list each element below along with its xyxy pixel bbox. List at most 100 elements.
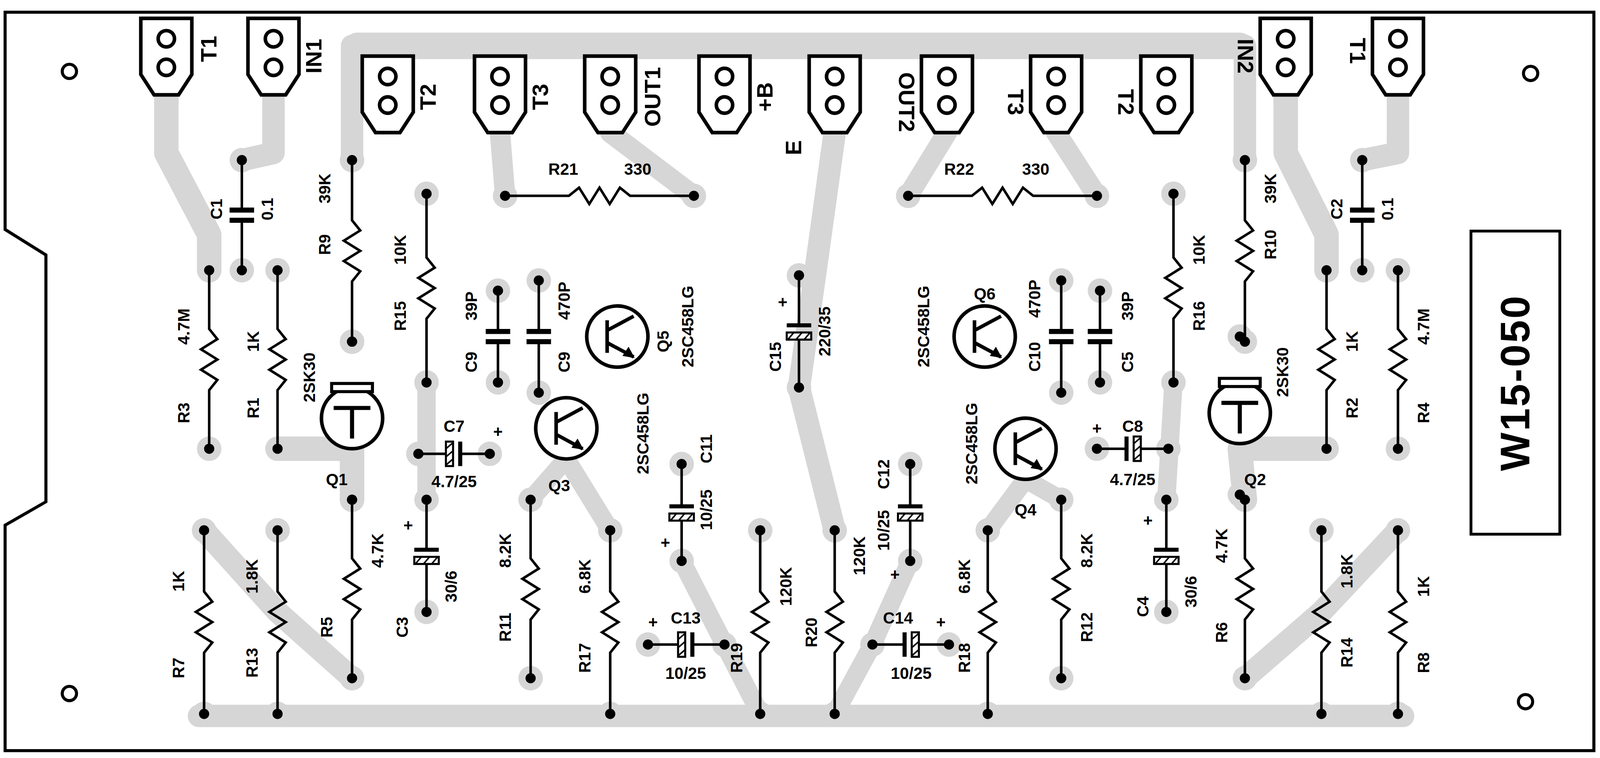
part-label: C1 xyxy=(206,198,226,220)
part-label: R3 xyxy=(174,403,194,425)
emitter-arrow xyxy=(571,438,584,451)
part-label: R20 xyxy=(802,617,821,648)
part-label: 1K xyxy=(243,331,263,353)
terminal-label: OUT2 xyxy=(893,72,920,133)
pad-hole xyxy=(826,96,843,114)
pad-hole xyxy=(158,30,175,47)
capacitor-plate xyxy=(1049,329,1074,335)
solder-dot xyxy=(346,494,357,505)
pad-hole xyxy=(379,96,396,114)
resistor-symbol xyxy=(1053,499,1070,679)
pad-hole xyxy=(491,68,509,85)
part-label: R10 xyxy=(1261,229,1280,260)
capacitor-leads xyxy=(537,280,540,393)
part-label: 1K xyxy=(1342,331,1362,353)
capacitor-plate-negative xyxy=(1154,557,1179,565)
part-label: Q4 xyxy=(1014,500,1037,520)
part-label: 330 xyxy=(624,159,652,179)
capacitor-plate xyxy=(1124,436,1129,462)
part-label: 2SK30 xyxy=(1273,347,1292,398)
capacitor-plate xyxy=(458,441,463,467)
copper-traces xyxy=(166,46,1403,717)
electrolytic-capacitor-symbol xyxy=(1096,436,1169,462)
pad-hole xyxy=(158,59,175,76)
part-label: 10/25 xyxy=(696,489,716,531)
part-label: R15 xyxy=(390,301,410,332)
solder-dot xyxy=(1161,494,1172,505)
capacitor-plate xyxy=(1087,329,1113,335)
solder-dot xyxy=(272,525,283,536)
capacitor-leads xyxy=(680,464,683,562)
copper-trace xyxy=(681,561,761,715)
capacitor-hatch xyxy=(1163,557,1170,565)
fet-tab xyxy=(1219,378,1261,387)
solder-dot xyxy=(1239,155,1250,166)
solder-dot xyxy=(533,387,544,398)
capacitor-leads xyxy=(1360,160,1364,271)
solder-dot xyxy=(1392,709,1403,720)
resistor-symbol xyxy=(269,530,286,715)
capacitor-hatch xyxy=(431,557,438,565)
electrolytic-capacitor-symbol xyxy=(418,441,490,467)
pad-hole xyxy=(1277,59,1294,76)
resistor-symbol xyxy=(1389,270,1406,450)
copper-trace xyxy=(199,705,1404,728)
solder-dot xyxy=(1056,494,1067,505)
capacitor-plate-negative xyxy=(669,513,695,521)
mounting-hole xyxy=(1518,695,1533,710)
capacitor-plate xyxy=(1087,339,1113,345)
pad-outline xyxy=(809,56,861,133)
resistor-symbol xyxy=(751,530,769,715)
fet-tab xyxy=(331,383,373,392)
capacitor-hatch xyxy=(911,633,920,640)
part-label: 10/25 xyxy=(665,663,706,683)
part-label: 4.7M xyxy=(174,308,194,345)
solder-dot xyxy=(793,270,805,281)
capacitor-plate xyxy=(526,329,552,335)
emitter-arrow xyxy=(622,346,635,359)
part-label: 4.7K xyxy=(1211,528,1231,563)
solder-dot xyxy=(1163,443,1174,454)
part-label: 1K xyxy=(169,571,188,593)
part-label: C2 xyxy=(1327,198,1346,220)
capacitor-leads xyxy=(496,290,500,383)
capacitor-hatch xyxy=(445,443,454,450)
pad-outline xyxy=(140,18,192,95)
board-code-box: W15-050 xyxy=(1469,229,1562,536)
capacitor-symbol xyxy=(1049,280,1074,393)
solder-dot xyxy=(867,639,878,650)
part-label: R16 xyxy=(1189,301,1209,332)
solder-dot xyxy=(236,155,247,166)
solder-dot xyxy=(829,525,840,536)
capacitor-hatch xyxy=(1133,453,1141,460)
terminal-pad xyxy=(1140,56,1192,133)
pad-hole xyxy=(1389,30,1406,47)
capacitor-hatch xyxy=(911,641,920,648)
solder-dot xyxy=(982,709,993,720)
capacitor-hatch xyxy=(423,557,430,565)
pad-hole xyxy=(1047,68,1065,85)
terminal-label: IN1 xyxy=(301,38,328,74)
capacitor-hatch xyxy=(445,451,454,458)
solder-dot xyxy=(421,606,432,618)
solder-dot xyxy=(904,459,916,470)
capacitor-plate-negative xyxy=(678,632,686,658)
solder-dot xyxy=(1094,285,1105,297)
part-label: R8 xyxy=(1414,653,1433,675)
part-label: + xyxy=(890,564,900,584)
fet-symbol xyxy=(1209,378,1271,444)
capacitor-hatch xyxy=(907,513,914,521)
copper-trace xyxy=(610,132,694,196)
capacitor-plate xyxy=(414,548,439,553)
pad-hole xyxy=(1389,59,1406,76)
part-label: R5 xyxy=(317,617,336,639)
part-label: R18 xyxy=(955,643,974,674)
terminal-label: T1 xyxy=(1344,37,1371,65)
copper-trace xyxy=(277,449,352,500)
capacitor-leads xyxy=(909,464,912,562)
capacitor-hatch xyxy=(1154,557,1162,565)
resistor-symbol xyxy=(195,530,213,715)
part-label: 39K xyxy=(314,173,334,204)
mounting-hole xyxy=(62,64,77,79)
